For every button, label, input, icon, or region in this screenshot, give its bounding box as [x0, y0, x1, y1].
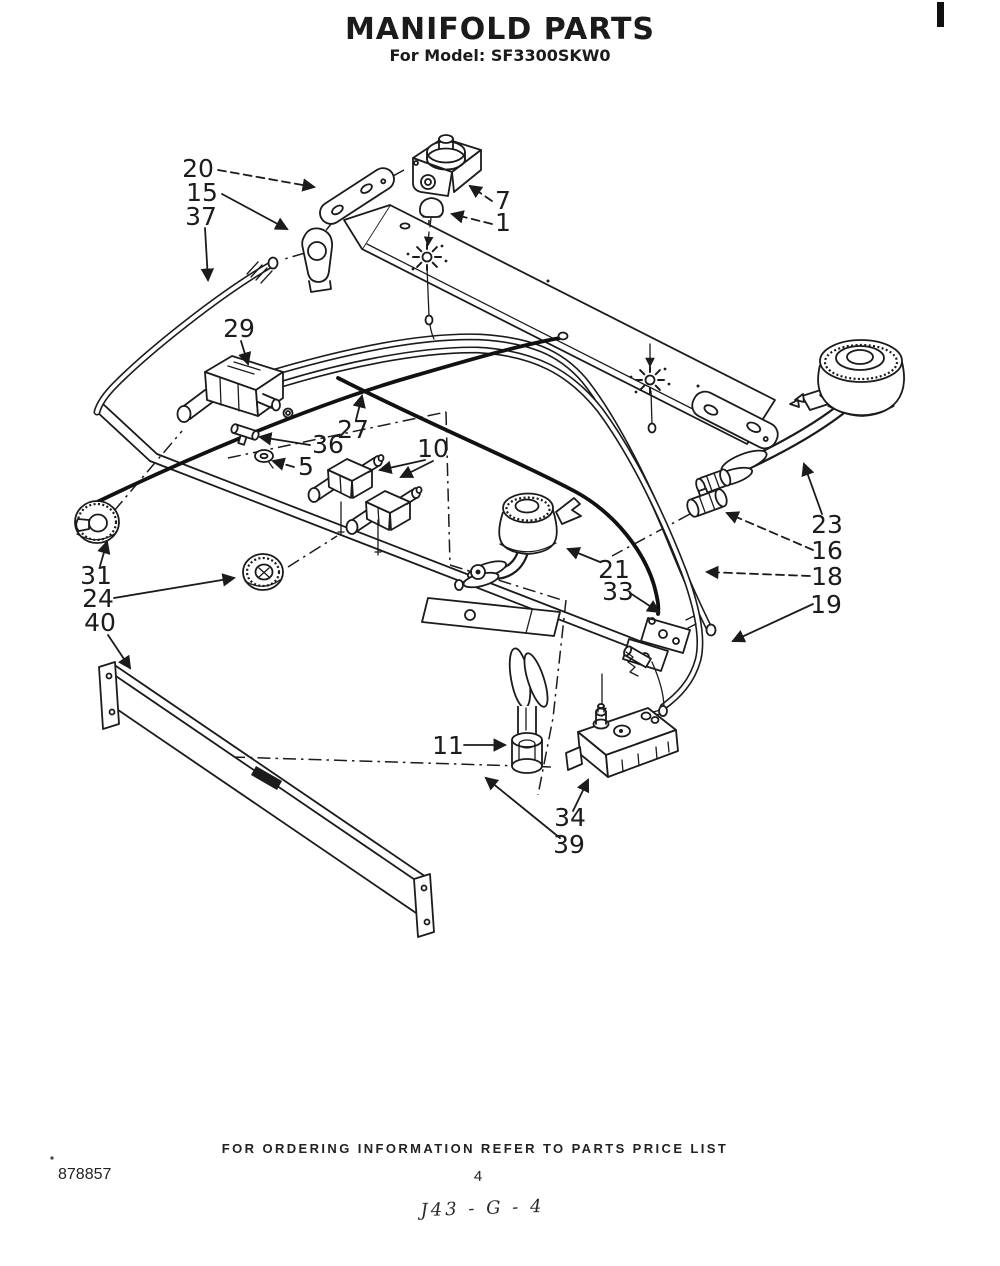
pressure-regulator: [412, 134, 482, 197]
part-callouts: 20 15 37 7 1 29 27 36 5 10 31 24 40 21 3…: [80, 154, 843, 859]
orifice-bracket-11: [421, 597, 561, 774]
callout-34: 34: [554, 803, 586, 832]
mounting-tab-15: [301, 227, 333, 293]
callout-31: 31: [80, 561, 112, 590]
leader-lines: [97, 169, 823, 839]
callout-20: 20: [182, 154, 214, 183]
callout-40: 40: [84, 608, 116, 637]
gas-valve-29: [176, 355, 294, 423]
valve-pins: [337, 501, 382, 556]
capillary-tube-27: [93, 331, 661, 616]
manifold-panel: [343, 204, 779, 450]
callout-37: 37: [185, 202, 217, 231]
callout-19: 19: [810, 590, 842, 619]
callout-27: 27: [337, 415, 369, 444]
callout-7: 7: [495, 186, 511, 215]
burner-valve-10a: [307, 454, 385, 503]
callout-36: 36: [312, 430, 344, 459]
scan-marks: [50, 2, 944, 1160]
pilot-assembly-33: [622, 615, 697, 709]
frame-rails: [95, 403, 651, 653]
ordering-note: FOR ORDERING INFORMATION REFER TO PARTS …: [221, 1141, 729, 1156]
registration-bar: [937, 2, 944, 27]
coupling-16: [686, 487, 728, 518]
burner-23: [695, 339, 905, 495]
callout-11: 11: [432, 731, 464, 760]
callout-23: 23: [811, 510, 843, 539]
callout-24: 24: [82, 584, 114, 613]
callout-39: 39: [553, 830, 585, 859]
burner-21: [454, 492, 582, 591]
control-knob-31: [74, 500, 120, 544]
callout-33: 33: [602, 577, 634, 606]
regulator-drop-tube: [424, 266, 657, 434]
page-number: 4: [473, 1168, 483, 1185]
callout-29: 29: [223, 314, 255, 343]
callout-18: 18: [811, 562, 843, 591]
page-title: MANIFOLD PARTS: [344, 12, 656, 47]
control-knob-24: [242, 553, 284, 591]
callout-16: 16: [811, 536, 843, 565]
thermostat-34: [565, 673, 679, 778]
supply-pipe-37: [93, 256, 279, 416]
fitting-36: [230, 423, 260, 446]
regulator-cap: [419, 197, 444, 228]
burner-valve-10b: [345, 486, 423, 535]
model-line: For Model: SF3300SKW0: [389, 46, 611, 65]
callout-5: 5: [298, 452, 314, 481]
manifold-rail-40: [98, 661, 435, 938]
spark-mark: [405, 231, 672, 395]
callout-10: 10: [417, 434, 449, 463]
document-number: 878857: [58, 1166, 112, 1183]
callout-21: 21: [598, 555, 630, 584]
support-bracket-20: [319, 167, 395, 225]
callout-15: 15: [186, 178, 218, 207]
callout-1: 1: [495, 208, 511, 237]
grommet-5: [254, 449, 274, 469]
gas-tube-19: [259, 346, 704, 711]
